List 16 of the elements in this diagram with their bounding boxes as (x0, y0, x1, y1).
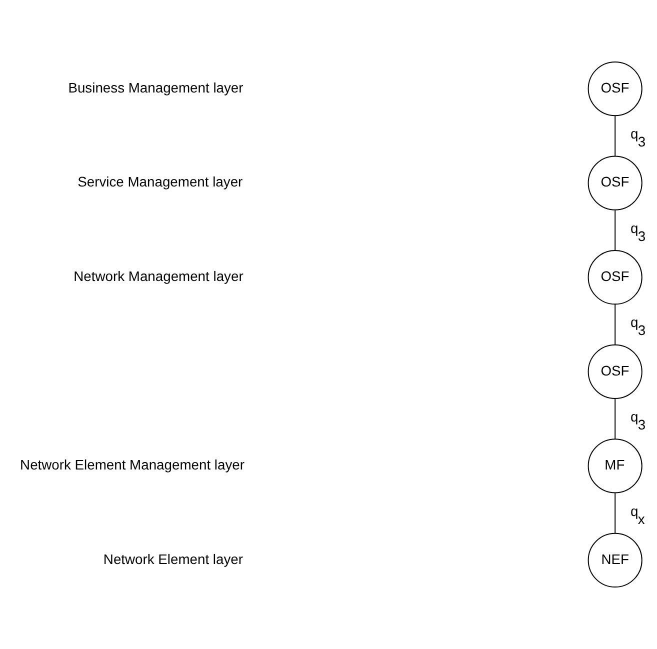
connector (614, 210, 616, 251)
label: Network Element layer (103, 550, 244, 567)
node-circle: OSF (588, 250, 642, 305)
node-circle: OSF (588, 156, 642, 210)
node-circle: OSF (588, 61, 642, 116)
label: Business Management layer (68, 79, 244, 96)
node-circle: OSF (588, 344, 642, 399)
label: Network Management layer (74, 268, 244, 284)
connector (614, 398, 616, 440)
connector (614, 304, 616, 346)
connector (614, 492, 616, 534)
node-circle: MF (588, 438, 642, 494)
label: Service Management layer (78, 174, 243, 190)
node-circle: NEF (588, 532, 642, 588)
label: Network Element Management layer (20, 456, 244, 473)
connector (614, 115, 616, 157)
